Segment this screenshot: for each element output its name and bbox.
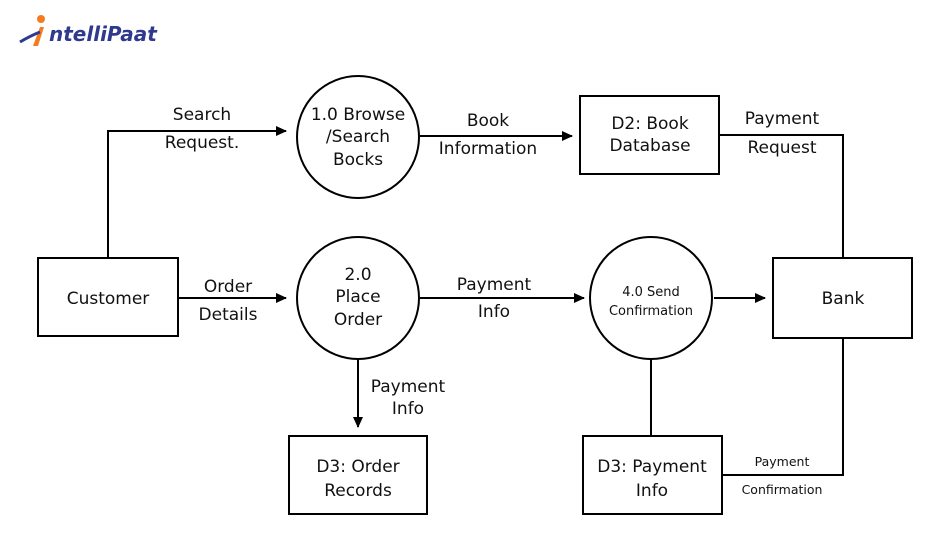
browse-line-2: /Search [326, 127, 390, 147]
payment-store-line-1: D3: Payment [597, 457, 707, 477]
place-order-line-3: Order [334, 310, 382, 330]
book-information-label-1: Book [467, 111, 509, 131]
send-confirmation-line-2: Confirmation [609, 304, 693, 319]
payment-info-main-label-2: Info [478, 302, 510, 322]
place-order-line-1: 2.0 [344, 265, 371, 285]
intellipaat-logo: ntelliPaat [19, 15, 158, 46]
order-records-line-2: Records [324, 481, 392, 501]
flow-labels: Search Request. Book Information Payment… [165, 105, 823, 497]
bank-entity: Bank [772, 257, 913, 339]
order-details-label-1: Order [204, 277, 252, 297]
payment-info-down-label-2: Info [392, 399, 424, 419]
store-order-records: D3: Order Records [288, 435, 428, 515]
payment-info-main-label-1: Payment [457, 275, 532, 295]
search-request-label-2: Request. [165, 133, 239, 153]
place-order-line-2: Place [335, 287, 380, 307]
process-send-confirmation: 4.0 Send Confirmation [589, 236, 713, 360]
order-records-line-1: D3: Order [316, 457, 399, 477]
store-payment-info: D3: Payment Info [582, 435, 723, 515]
book-db-line-2: Database [609, 136, 690, 156]
payment-confirmation-flow [722, 338, 844, 476]
payment-store-line-2: Info [636, 481, 668, 501]
browse-line-3: Bocks [333, 150, 383, 170]
search-request-flow [107, 126, 287, 258]
payment-request-label-1: Payment [745, 109, 820, 129]
payment-request-label-2: Request [747, 138, 816, 158]
payment-confirmation-label-1: Payment [755, 454, 810, 469]
store-book-database: D2: Book Database [579, 95, 720, 175]
process-place-order: 2.0 Place Order [296, 236, 420, 360]
flow-lines [107, 126, 844, 476]
book-db-line-1: D2: Book [611, 114, 689, 134]
payment-request-flow [720, 134, 844, 258]
bank-label: Bank [822, 289, 865, 309]
process-browse-search: 1.0 Browse /Search Bocks [296, 75, 420, 199]
send-confirmation-line-1: 4.0 Send [622, 285, 680, 300]
logo-figure-icon [19, 15, 45, 46]
payment-confirmation-label-2: Confirmation [742, 482, 823, 497]
customer-entity: Customer [37, 257, 179, 337]
customer-label: Customer [67, 289, 150, 309]
search-request-label-1: Search [173, 105, 231, 125]
browse-line-1: 1.0 Browse [311, 105, 405, 125]
order-details-label-2: Details [199, 305, 258, 325]
book-information-label-2: Information [439, 139, 537, 159]
logo-text: ntelliPaat [49, 22, 158, 46]
payment-info-down-label-1: Payment [371, 377, 446, 397]
